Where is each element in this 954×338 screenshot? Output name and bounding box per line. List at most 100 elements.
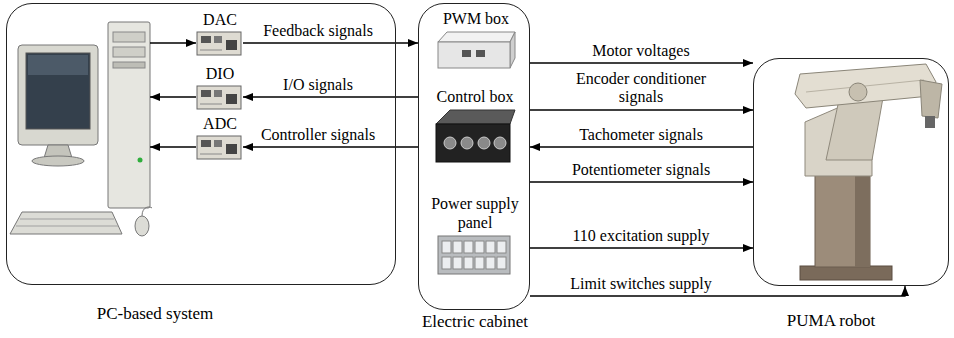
device-label: DIO — [180, 65, 260, 83]
io-board-icon-part — [214, 90, 222, 97]
control-box-icon-part — [436, 124, 510, 162]
device-label: Power supply panel — [425, 195, 525, 232]
signal-label: Feedback signals — [263, 22, 373, 40]
control-box-icon — [436, 110, 515, 162]
region-title: Electric cabinet — [422, 312, 528, 332]
pwm-box-icon-part — [438, 42, 510, 68]
control-box-icon-part — [478, 137, 490, 149]
device-label: ADC — [180, 115, 260, 133]
pwm-box: PWM box — [435, 31, 517, 71]
device-label: PWM box — [424, 10, 528, 28]
power-panel-icon-part — [497, 257, 506, 269]
io-board-icon-part — [197, 136, 241, 159]
io-board-icon-part — [214, 140, 222, 147]
robot-illustration-part — [815, 175, 870, 267]
computer-illustration-part — [135, 216, 149, 236]
system-region: PC-based systemDACDIOADC — [6, 3, 396, 285]
robot-illustration-part — [920, 80, 942, 118]
computer-illustration-part — [26, 53, 90, 129]
control-box-icon-part — [444, 137, 456, 149]
region-title: PUMA robot — [787, 311, 875, 331]
pwm-box-icon-part — [476, 50, 485, 57]
io-board-icon-part — [226, 94, 237, 104]
pwm-box-icon-part — [438, 32, 515, 42]
internal-wire — [150, 43, 196, 147]
robot-illustration-part — [800, 266, 892, 280]
signal-label: Limit switches supply — [570, 275, 711, 293]
signal-label: I/O signals — [283, 76, 353, 94]
signal-arrow — [530, 247, 753, 248]
power-panel-icon-part — [475, 257, 484, 269]
cabinet-region: Electric cabinetPWM boxControl boxPower … — [418, 3, 530, 310]
power-panel-icon-part — [464, 241, 473, 253]
robot-region: PUMA robot — [753, 58, 949, 286]
power-panel-icon-part — [475, 241, 484, 253]
power-panel-icon-part — [497, 241, 506, 253]
robot-illustration-part — [855, 175, 870, 267]
io-board-icon-part — [200, 154, 222, 155]
power-panel-icon — [438, 236, 510, 274]
computer-illustration-part — [16, 226, 118, 227]
computer-illustration-part — [113, 62, 145, 68]
power-panel-icon-part — [486, 241, 495, 253]
robot-illustration-part — [795, 64, 936, 108]
region-title: PC-based system — [97, 304, 214, 324]
pwm-box-icon-part — [462, 50, 471, 57]
pwm-box-icon-part — [510, 32, 515, 68]
computer-illustration — [10, 22, 152, 236]
io-board-icon-part — [226, 40, 237, 50]
io-board-icon-part — [200, 104, 222, 105]
signal-arrow — [530, 62, 753, 63]
io-board-icon-part — [226, 144, 237, 154]
computer-illustration-part — [113, 47, 145, 57]
io-board-icon-part — [200, 50, 222, 51]
io-board: DIO — [197, 86, 243, 111]
computer-illustration-part — [142, 207, 152, 216]
io-board-icon-part — [201, 140, 211, 147]
computer-illustration-part — [18, 45, 98, 145]
io-board-icon-part — [197, 86, 241, 109]
computer-illustration-part — [113, 32, 145, 42]
power-panel-icon-part — [442, 257, 451, 269]
computer-illustration-part — [108, 22, 150, 208]
signal-arrow — [530, 146, 753, 147]
control-box-icon-part — [494, 137, 506, 149]
power-panel-icon-part — [442, 241, 451, 253]
io-board-icon-part — [214, 36, 222, 43]
internal-wire-part — [150, 42, 196, 43]
io-board-icon-part — [201, 36, 211, 43]
power-panel: Power supply panel — [437, 235, 513, 277]
internal-wire-part — [150, 146, 196, 147]
signal-label: Controller signals — [261, 126, 375, 144]
robot-illustration-part — [925, 116, 935, 128]
power-panel-icon-part — [453, 257, 462, 269]
control-box: Control box — [433, 109, 517, 165]
signal-arrow — [243, 42, 418, 43]
power-panel-icon-part — [453, 241, 462, 253]
signal-arrow — [530, 109, 753, 110]
device-label: DAC — [180, 11, 260, 29]
computer-illustration-part — [20, 219, 114, 220]
internal-wire-part — [150, 96, 196, 97]
computer-illustration-part — [28, 55, 88, 75]
signal-label: Potentiometer signals — [572, 161, 710, 179]
signal-arrow — [530, 181, 753, 182]
signal-label: Motor voltages — [592, 42, 689, 60]
robot-illustration-part — [849, 83, 867, 101]
io-board-icon-part — [201, 90, 211, 97]
signal-arrow — [243, 146, 418, 147]
computer-illustration-part — [138, 158, 143, 163]
pwm-box-icon — [438, 32, 515, 68]
io-board: ADC — [197, 136, 243, 161]
power-panel-icon-part — [486, 257, 495, 269]
io-board-icon-part — [197, 32, 241, 55]
signal-label: Tachometer signals — [579, 126, 703, 144]
robot-illustration — [795, 64, 942, 280]
signal-arrow — [243, 96, 418, 97]
signal-label: 110 excitation supply — [572, 227, 709, 245]
power-panel-icon-part — [438, 236, 510, 274]
